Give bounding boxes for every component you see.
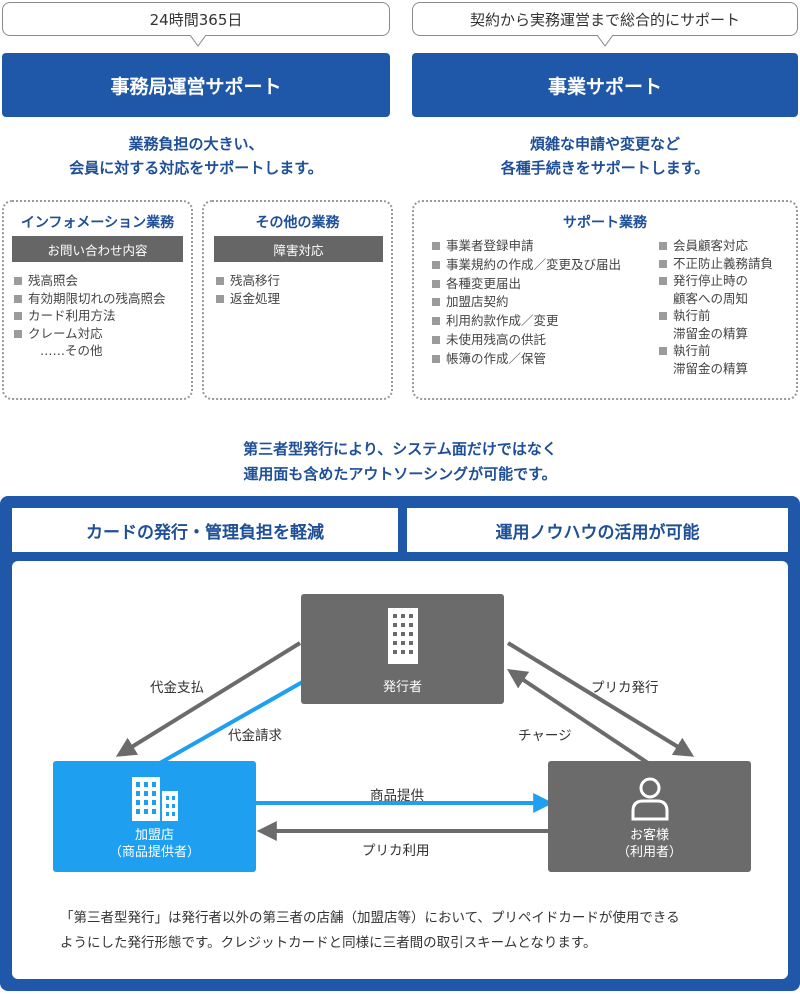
list-item: 加盟店契約 — [432, 293, 652, 312]
right-header-bar: 事業サポート — [412, 53, 798, 117]
charge-label: チャージ — [518, 728, 572, 744]
list-item: 有効期限切れの残高照会 — [14, 290, 194, 308]
goods-label: 商品提供 — [370, 788, 424, 804]
right-header-title: 事業サポート — [547, 75, 662, 98]
frame-header-right: 運用ノウハウの活用が可能 — [407, 508, 788, 552]
support-box-title: サポート業務 — [563, 215, 647, 231]
info-box-list: 残高照会 有効期限切れの残高照会 カード利用方法 クレーム対応 ……その他 — [14, 272, 194, 360]
list-item-line-2: 滞留金の精算 — [673, 360, 749, 376]
middle-lead: 第三者型発行により、システム面だけではなく 運用面も含めたアウトソーシングが可能… — [0, 437, 800, 487]
right-lead: 煩雑な申請や変更など 各種手続きをサポートします。 — [410, 132, 800, 180]
list-item: 各種変更届出 — [432, 275, 652, 294]
list-item: 執行前滞留金の精算 — [659, 307, 794, 342]
shop-building-icon — [132, 777, 178, 821]
list-item-line: 会員顧客対応 — [673, 238, 749, 253]
list-item: 帳簿の作成／保管 — [432, 350, 652, 369]
prepaid-use-label: プリカ利用 — [362, 843, 430, 859]
list-item: 発行停止時の顧客への周知 — [659, 272, 794, 307]
middle-lead-line-1: 第三者型発行により、システム面だけではなく — [243, 440, 557, 458]
payment-arrow — [115, 641, 302, 757]
right-bubble: 契約から実務運営まで総合的にサポート — [412, 2, 798, 36]
frame-header-left-text: カードの発行・管理負担を軽減 — [86, 522, 324, 543]
footnote-line-2: ようにした発行形態です。クレジットカードと同様に三者間の取引スキームとなります。 — [60, 935, 597, 951]
other-box-list: 残高移行 返金処理 — [216, 272, 386, 307]
billing-label: 代金請求 — [228, 728, 282, 744]
other-box — [202, 200, 393, 400]
info-box — [2, 200, 193, 400]
prepaid-issue-label: プリカ発行 — [591, 680, 659, 696]
info-box-bar-label: お問い合わせ内容 — [47, 242, 148, 258]
list-item: 残高照会 — [14, 272, 194, 290]
left-bubble-tail — [190, 35, 206, 47]
left-bubble: 24時間365日 — [2, 2, 390, 36]
charge-arrow — [507, 669, 650, 765]
footnote-line-1: 「第三者型発行」は発行者以外の第三者の店舗（加盟店等）において、プリペイドカード… — [60, 910, 680, 926]
list-item: 返金処理 — [216, 290, 386, 308]
customer-node: お客様 （利用者） — [548, 761, 751, 872]
support-list-right: 会員顧客対応 不正防止義務請負 発行停止時の顧客への周知 執行前滞留金の精算 執… — [659, 237, 794, 377]
issuer-node: 発行者 — [301, 594, 504, 704]
building-icon — [388, 608, 418, 664]
support-list-left: 事業者登録申請 事業規約の作成／変更及び届出 各種変更届出 加盟店契約 利用約款… — [432, 237, 652, 369]
left-header-bar: 事務局運営サポート — [2, 53, 390, 117]
left-bubble-text: 24時間365日 — [149, 10, 243, 29]
right-lead-line-2: 各種手続きをサポートします。 — [500, 159, 710, 177]
list-item-line: 不正防止義務請負 — [673, 255, 774, 271]
list-item: 事業者登録申請 — [432, 237, 652, 256]
customer-label-line-1: お客様 — [629, 828, 669, 843]
footnote: 「第三者型発行」は発行者以外の第三者の店舗（加盟店等）において、プリペイドカード… — [60, 906, 760, 956]
other-box-bar-label: 障害対応 — [273, 242, 324, 258]
list-item: カード利用方法 — [14, 307, 194, 325]
middle-lead-line-2: 運用面も含めたアウトソーシングが可能です。 — [243, 465, 557, 483]
customer-label-line-2: （利用者） — [616, 845, 682, 860]
list-item: 残高移行 — [216, 272, 386, 290]
list-item-tail: ……その他 — [40, 343, 103, 358]
list-item-line: 執行前 — [673, 308, 711, 323]
customer-label: お客様 （利用者） — [548, 827, 751, 861]
other-box-title: その他の業務 — [255, 215, 340, 231]
person-icon — [631, 777, 669, 821]
prepaid-issue-arrow — [506, 641, 695, 757]
frame-header-right-text: 運用ノウハウの活用が可能 — [495, 522, 700, 543]
list-item: 未使用残高の供託 — [432, 331, 652, 350]
merchant-node: 加盟店 （商品提供者） — [53, 761, 256, 872]
frame-header-left: カードの発行・管理負担を軽減 — [12, 508, 398, 552]
other-box-bar: 障害対応 — [214, 236, 383, 262]
right-bubble-tail — [597, 35, 613, 47]
list-item-line-2: 滞留金の精算 — [673, 325, 749, 341]
left-lead-line-1: 業務負担の大きい、 — [128, 135, 264, 153]
list-item: 利用約款作成／変更 — [432, 312, 652, 331]
left-lead-line-2: 会員に対する対応をサポートします。 — [69, 159, 323, 177]
right-bubble-text: 契約から実務運営まで総合的にサポート — [469, 10, 740, 29]
left-header-title: 事務局運営サポート — [110, 75, 282, 98]
left-lead: 業務負担の大きい、 会員に対する対応をサポートします。 — [0, 132, 392, 180]
list-item: 事業規約の作成／変更及び届出 — [432, 256, 652, 275]
billing-arrow — [159, 668, 327, 765]
list-item: クレーム対応 — [14, 325, 194, 343]
payment-label: 代金支払 — [150, 680, 204, 696]
support-box — [412, 200, 798, 400]
info-box-title: インフォメーション業務 — [20, 215, 175, 231]
list-item-line: 発行停止時の — [673, 273, 749, 288]
list-item: 執行前滞留金の精算 — [659, 342, 794, 377]
issuer-label: 発行者 — [382, 680, 422, 695]
info-box-bar: お問い合わせ内容 — [12, 236, 183, 262]
list-item: 会員顧客対応 — [659, 237, 794, 255]
list-item: 不正防止義務請負 — [659, 255, 794, 273]
right-lead-line-1: 煩雑な申請や変更など — [529, 135, 680, 153]
merchant-label-line-1: 加盟店 — [134, 828, 174, 843]
list-item-line: 執行前 — [673, 343, 711, 358]
merchant-label-line-2: （商品提供者） — [108, 845, 200, 860]
list-item-line-2: 顧客への周知 — [673, 290, 749, 306]
merchant-label: 加盟店 （商品提供者） — [53, 827, 256, 861]
